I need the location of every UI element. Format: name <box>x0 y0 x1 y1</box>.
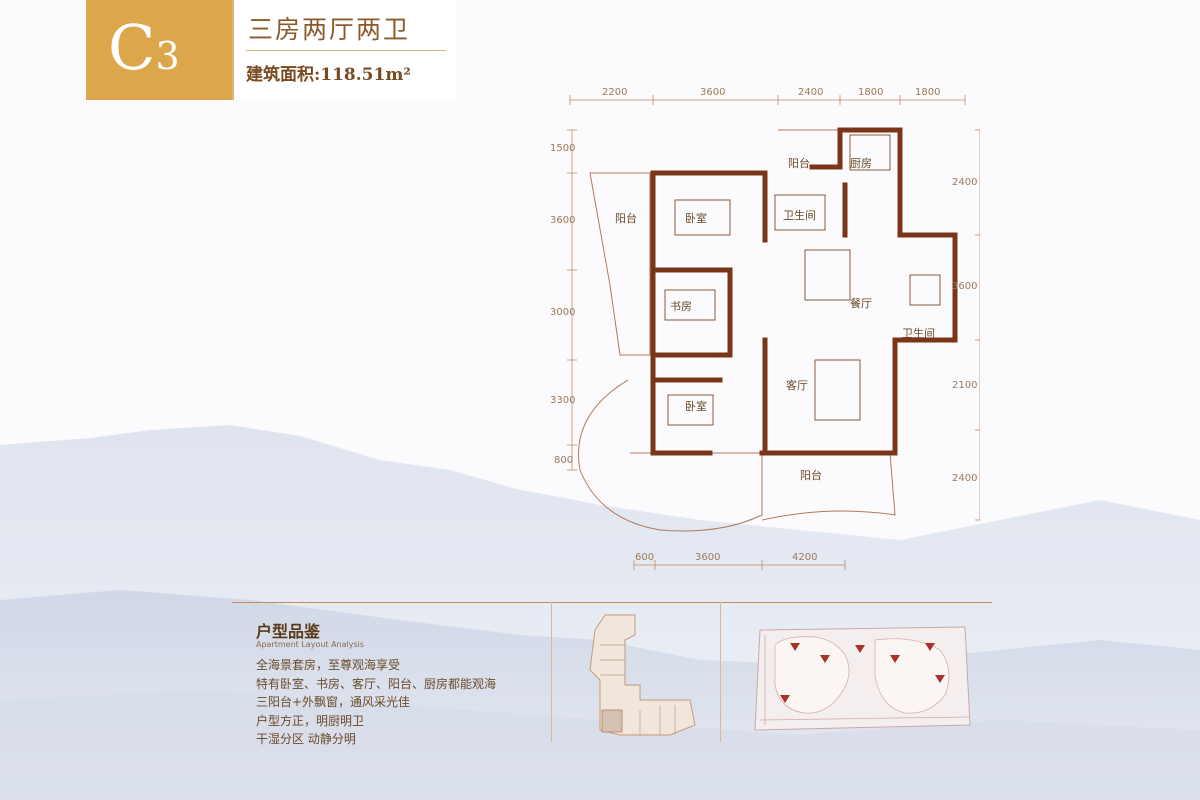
room-bedroom-2: 卧室 <box>685 400 707 413</box>
building-key-plan <box>589 614 696 736</box>
dim-top-2: 3600 <box>700 87 726 98</box>
room-living: 客厅 <box>786 379 808 392</box>
floor-area: 建筑面积:118.51m² <box>246 65 411 85</box>
unit-title-box: 三房两厅两卫 建筑面积:118.51m² <box>232 0 456 100</box>
panel-top-rule <box>232 602 992 603</box>
dim-top-4: 1800 <box>858 87 884 98</box>
unit-code: C3 <box>108 8 180 96</box>
dim-left-1: 1500 <box>550 143 576 154</box>
analysis-point: 户型方正，明厨明卫 <box>256 713 365 728</box>
unit-code-letter: C <box>108 11 156 84</box>
room-dining: 餐厅 <box>850 297 872 310</box>
title-divider <box>246 50 446 51</box>
dim-bottom-3: 4200 <box>792 552 818 563</box>
unit-code-badge: C3 <box>86 0 232 100</box>
panel-divider-2 <box>720 602 721 742</box>
dim-left-2: 3600 <box>550 215 576 226</box>
room-service-balcony: 阳台 <box>788 157 810 170</box>
layout-type: 三房两厅两卫 <box>248 15 411 44</box>
dim-right-1: 2400 <box>952 177 978 188</box>
unit-code-number: 3 <box>155 34 180 78</box>
panel-divider-1 <box>551 602 552 742</box>
room-bathroom-2: 卫生间 <box>902 327 935 340</box>
room-kitchen: 厨房 <box>850 157 872 170</box>
analysis-point: 干湿分区 动静分明 <box>256 732 356 746</box>
dim-top-5: 1800 <box>915 87 941 98</box>
dim-bottom-1: 600 <box>635 552 655 563</box>
analysis-subtitle: Apartment Layout Analysis <box>256 640 365 649</box>
dim-left-4: 3300 <box>550 395 576 406</box>
dim-left-5: 800 <box>554 455 574 466</box>
room-balcony-top: 阳台 <box>615 212 637 225</box>
room-bathroom-1: 卫生间 <box>783 209 816 222</box>
dim-right-3: 2100 <box>952 380 978 391</box>
analysis-points: 全海景套房，至尊观海享受 特有卧室、书房、客厅、阳台、厨房都能观海 三阳台+外飘… <box>256 656 496 749</box>
room-master-bedroom: 卧室 <box>685 212 707 225</box>
room-balcony-bottom: 阳台 <box>800 469 822 482</box>
dim-right-2: 3600 <box>952 281 978 292</box>
room-study: 书房 <box>670 300 692 313</box>
dim-top-1: 2200 <box>602 87 628 98</box>
analysis-point: 全海景套房，至尊观海享受 <box>256 658 401 672</box>
floor-plan: 2200 3600 2400 1800 1800 600 3600 4200 1… <box>550 85 985 589</box>
dim-bottom-2: 3600 <box>695 552 721 563</box>
site-plan <box>754 626 971 731</box>
floor-plan-drawing <box>567 95 985 570</box>
analysis-title: 户型品鉴 <box>256 622 321 641</box>
analysis-point: 三阳台+外飘窗，通风采光佳 <box>256 695 411 709</box>
dim-right-4: 2400 <box>952 473 978 484</box>
analysis-point: 特有卧室、书房、客厅、阳台、厨房都能观海 <box>256 676 497 691</box>
dim-left-3: 3000 <box>550 307 576 318</box>
dim-top-3: 2400 <box>798 87 824 98</box>
